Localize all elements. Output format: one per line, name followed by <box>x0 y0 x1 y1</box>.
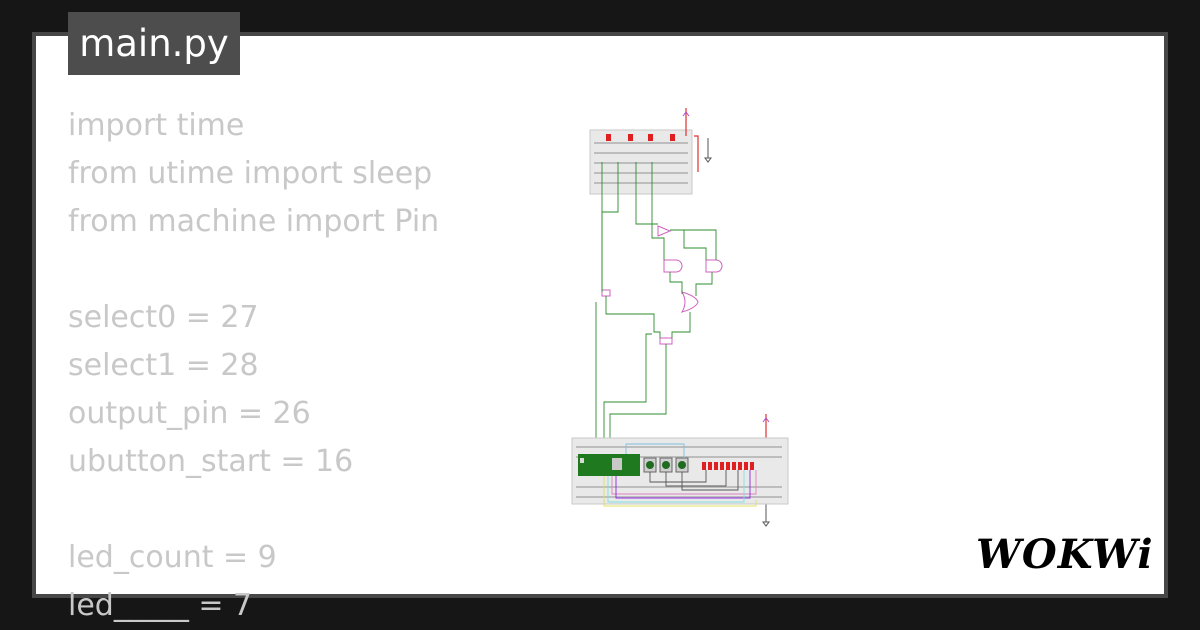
led-icon <box>606 134 675 141</box>
preview-card: import time from utime import sleep from… <box>36 36 1164 623</box>
wokwi-logo-text: WOKWi <box>976 531 1154 578</box>
code-line: from utime import sleep <box>68 156 433 191</box>
code-line: import time <box>68 108 245 143</box>
code-line: output_pin = 26 <box>68 396 311 431</box>
code-line: led_____ = 7 <box>68 588 253 623</box>
code-line: from machine import Pin <box>68 204 440 239</box>
wokwi-logo: WOKWi <box>976 531 1153 578</box>
file-tab-label: main.py <box>79 22 229 65</box>
breadboard-top <box>589 129 693 195</box>
logic-gates-icon <box>601 225 723 345</box>
code-line: ubutton_start = 16 <box>68 444 354 479</box>
code-line: select0 = 27 <box>68 300 259 335</box>
circuit-diagram <box>571 108 789 527</box>
code-line: select1 = 28 <box>68 348 259 383</box>
pico-board-icon <box>578 454 640 476</box>
code-line <box>68 486 439 534</box>
led-row-icon <box>702 462 754 470</box>
code-listing: import time from utime import sleep from… <box>68 102 439 630</box>
code-line: led_count = 9 <box>68 540 277 575</box>
pushbutton-icon <box>643 457 689 473</box>
file-tab[interactable]: main.py <box>68 12 240 75</box>
code-line <box>68 246 439 294</box>
